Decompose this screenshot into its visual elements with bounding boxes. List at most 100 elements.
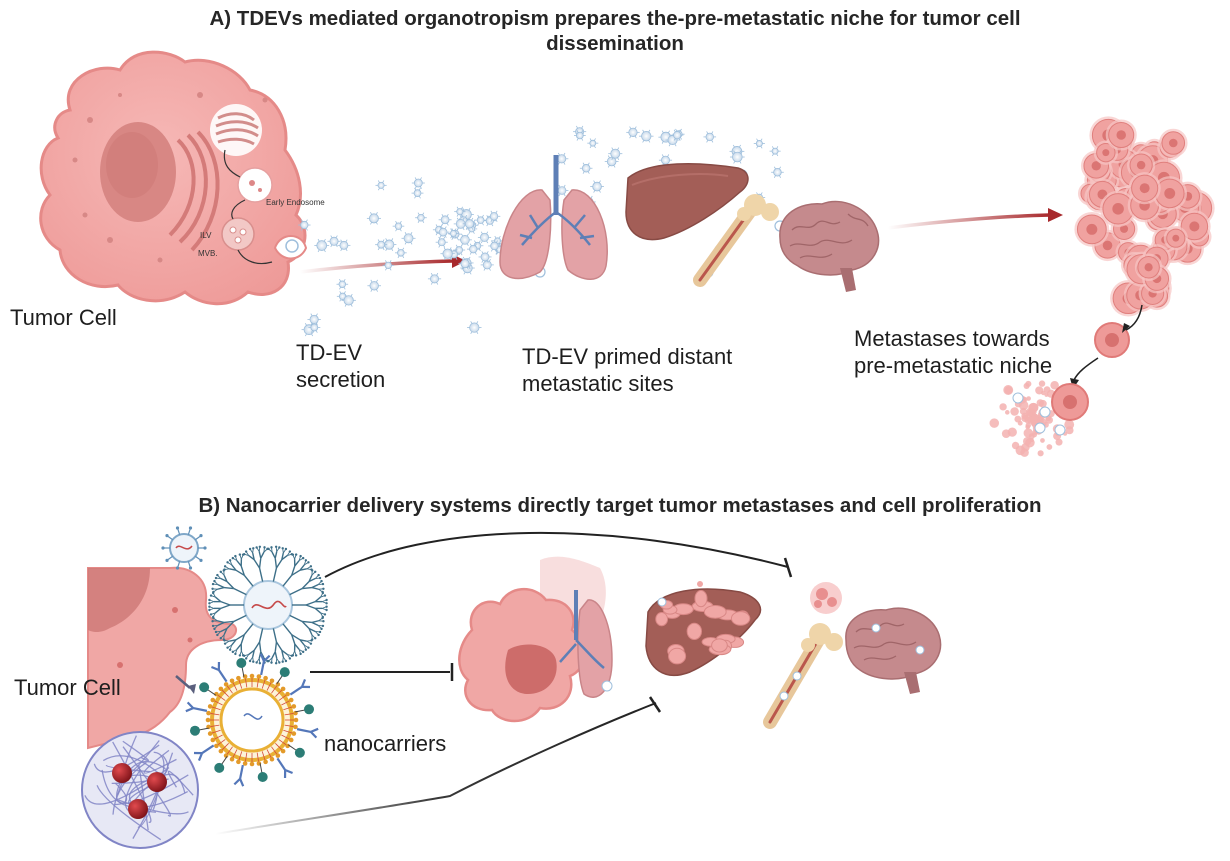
ev-particle bbox=[771, 166, 784, 178]
ligand bbox=[294, 747, 305, 758]
liver-metastasis bbox=[645, 581, 762, 677]
ev-particle bbox=[477, 231, 492, 244]
tumor-cell-b bbox=[87, 566, 238, 750]
brain bbox=[779, 200, 880, 292]
circulating-tumor-cell bbox=[1094, 322, 1130, 358]
polymeric-nanoparticle bbox=[81, 731, 199, 849]
pre-metastatic-niche bbox=[989, 380, 1089, 457]
ev-particle bbox=[467, 243, 480, 255]
ev-particle bbox=[626, 126, 640, 139]
metastatic-tumor-cluster bbox=[1074, 116, 1215, 317]
ev-particle bbox=[440, 247, 455, 261]
antibody bbox=[192, 707, 208, 712]
ev-particle bbox=[375, 239, 388, 251]
ev-particle bbox=[769, 146, 781, 157]
ev-particle bbox=[411, 177, 425, 189]
small-liposome bbox=[161, 526, 207, 570]
ev-particle bbox=[478, 251, 492, 263]
endoplasmic-reticulum bbox=[168, 130, 220, 252]
td-ev-primed-sites-label: TD-EV primed distant metastatic sites bbox=[522, 344, 733, 396]
ev-particle bbox=[703, 131, 717, 143]
ev-particle bbox=[579, 162, 593, 174]
dendrimer-nanocarrier bbox=[208, 545, 328, 665]
early-endosome bbox=[237, 167, 273, 203]
ev-particle bbox=[436, 226, 450, 238]
ev-particle bbox=[587, 138, 599, 149]
ligand bbox=[189, 725, 200, 736]
lungs bbox=[499, 155, 608, 280]
ev-particle bbox=[366, 212, 382, 225]
brain-b bbox=[845, 607, 942, 694]
ligand bbox=[199, 682, 210, 693]
metastasis-arrow bbox=[887, 208, 1063, 230]
ev-particle bbox=[638, 129, 654, 143]
ev-particle bbox=[298, 219, 311, 231]
antibody bbox=[217, 669, 228, 683]
ev-particle bbox=[435, 236, 448, 248]
ev-particle bbox=[467, 321, 482, 335]
bronchi bbox=[519, 210, 595, 246]
panel-a-title: A) TDEVs mediated organotropism prepares… bbox=[209, 7, 1021, 55]
tumor-cell-lung-overlay bbox=[458, 556, 613, 723]
nanocarriers-label: nanocarriers bbox=[324, 731, 447, 756]
ev-particle bbox=[341, 293, 356, 307]
ev-particle bbox=[608, 147, 623, 161]
tumor-cell-label-a: Tumor Cell bbox=[10, 305, 117, 330]
ev-particle bbox=[729, 150, 745, 164]
panel-b-title: B) Nanocarrier delivery systems directly… bbox=[198, 494, 1042, 517]
ev-particle bbox=[395, 247, 407, 259]
antibody bbox=[260, 660, 265, 676]
arrow-down-1 bbox=[1125, 304, 1143, 331]
mvb-label: MVB. bbox=[198, 249, 218, 258]
bone-b bbox=[763, 623, 843, 729]
ev-particle bbox=[453, 217, 468, 231]
antibody bbox=[296, 728, 312, 733]
ligand bbox=[236, 657, 247, 668]
bone bbox=[693, 194, 779, 287]
small-tumor-b bbox=[810, 582, 842, 614]
ev-particle bbox=[487, 210, 501, 222]
secretion-arrow bbox=[299, 254, 466, 274]
ev-particle bbox=[327, 235, 341, 248]
ev-particle bbox=[574, 130, 586, 141]
ev-particle bbox=[438, 213, 452, 226]
metastases-label: Metastases towards pre-metastatic niche bbox=[854, 326, 1053, 378]
ligand bbox=[279, 667, 290, 678]
liver bbox=[625, 163, 749, 241]
ev-particle bbox=[367, 279, 382, 292]
ligand bbox=[257, 772, 268, 783]
ev-particle bbox=[382, 238, 397, 252]
ev-particle bbox=[411, 187, 424, 199]
ev-particle bbox=[753, 138, 765, 149]
ev-particle bbox=[382, 260, 395, 271]
ev-particle bbox=[401, 232, 416, 245]
inhibit-line-liposome bbox=[310, 663, 454, 681]
ev-particle bbox=[458, 233, 472, 247]
ev-particle bbox=[307, 313, 321, 326]
ev-particle bbox=[314, 238, 330, 253]
inhibit-line-polymer bbox=[214, 696, 662, 835]
ligand bbox=[304, 704, 315, 715]
ev-particle bbox=[375, 180, 387, 191]
ev-particle bbox=[555, 184, 569, 197]
antibody bbox=[239, 764, 244, 780]
ev-particle bbox=[488, 240, 501, 252]
antibody bbox=[276, 757, 287, 771]
ev-particle bbox=[337, 239, 351, 252]
ilv-label: ILV bbox=[200, 231, 212, 240]
ligand bbox=[214, 762, 225, 773]
ev-particle bbox=[462, 217, 477, 230]
golgi-apparatus bbox=[210, 104, 262, 156]
ev-particle bbox=[458, 257, 472, 270]
ev-particle bbox=[308, 322, 321, 333]
ev-particle bbox=[392, 220, 405, 232]
td-ev-secretion-label: TD-EV secretion bbox=[296, 340, 386, 392]
ev-particle bbox=[454, 206, 466, 217]
ev-particle bbox=[474, 214, 487, 226]
ev-particle bbox=[590, 180, 604, 193]
tumor-cell-a bbox=[39, 50, 308, 306]
multivesicular-body bbox=[221, 217, 255, 251]
early-endosome-label: Early Endosome bbox=[266, 198, 325, 207]
drug-payloads bbox=[112, 763, 167, 819]
